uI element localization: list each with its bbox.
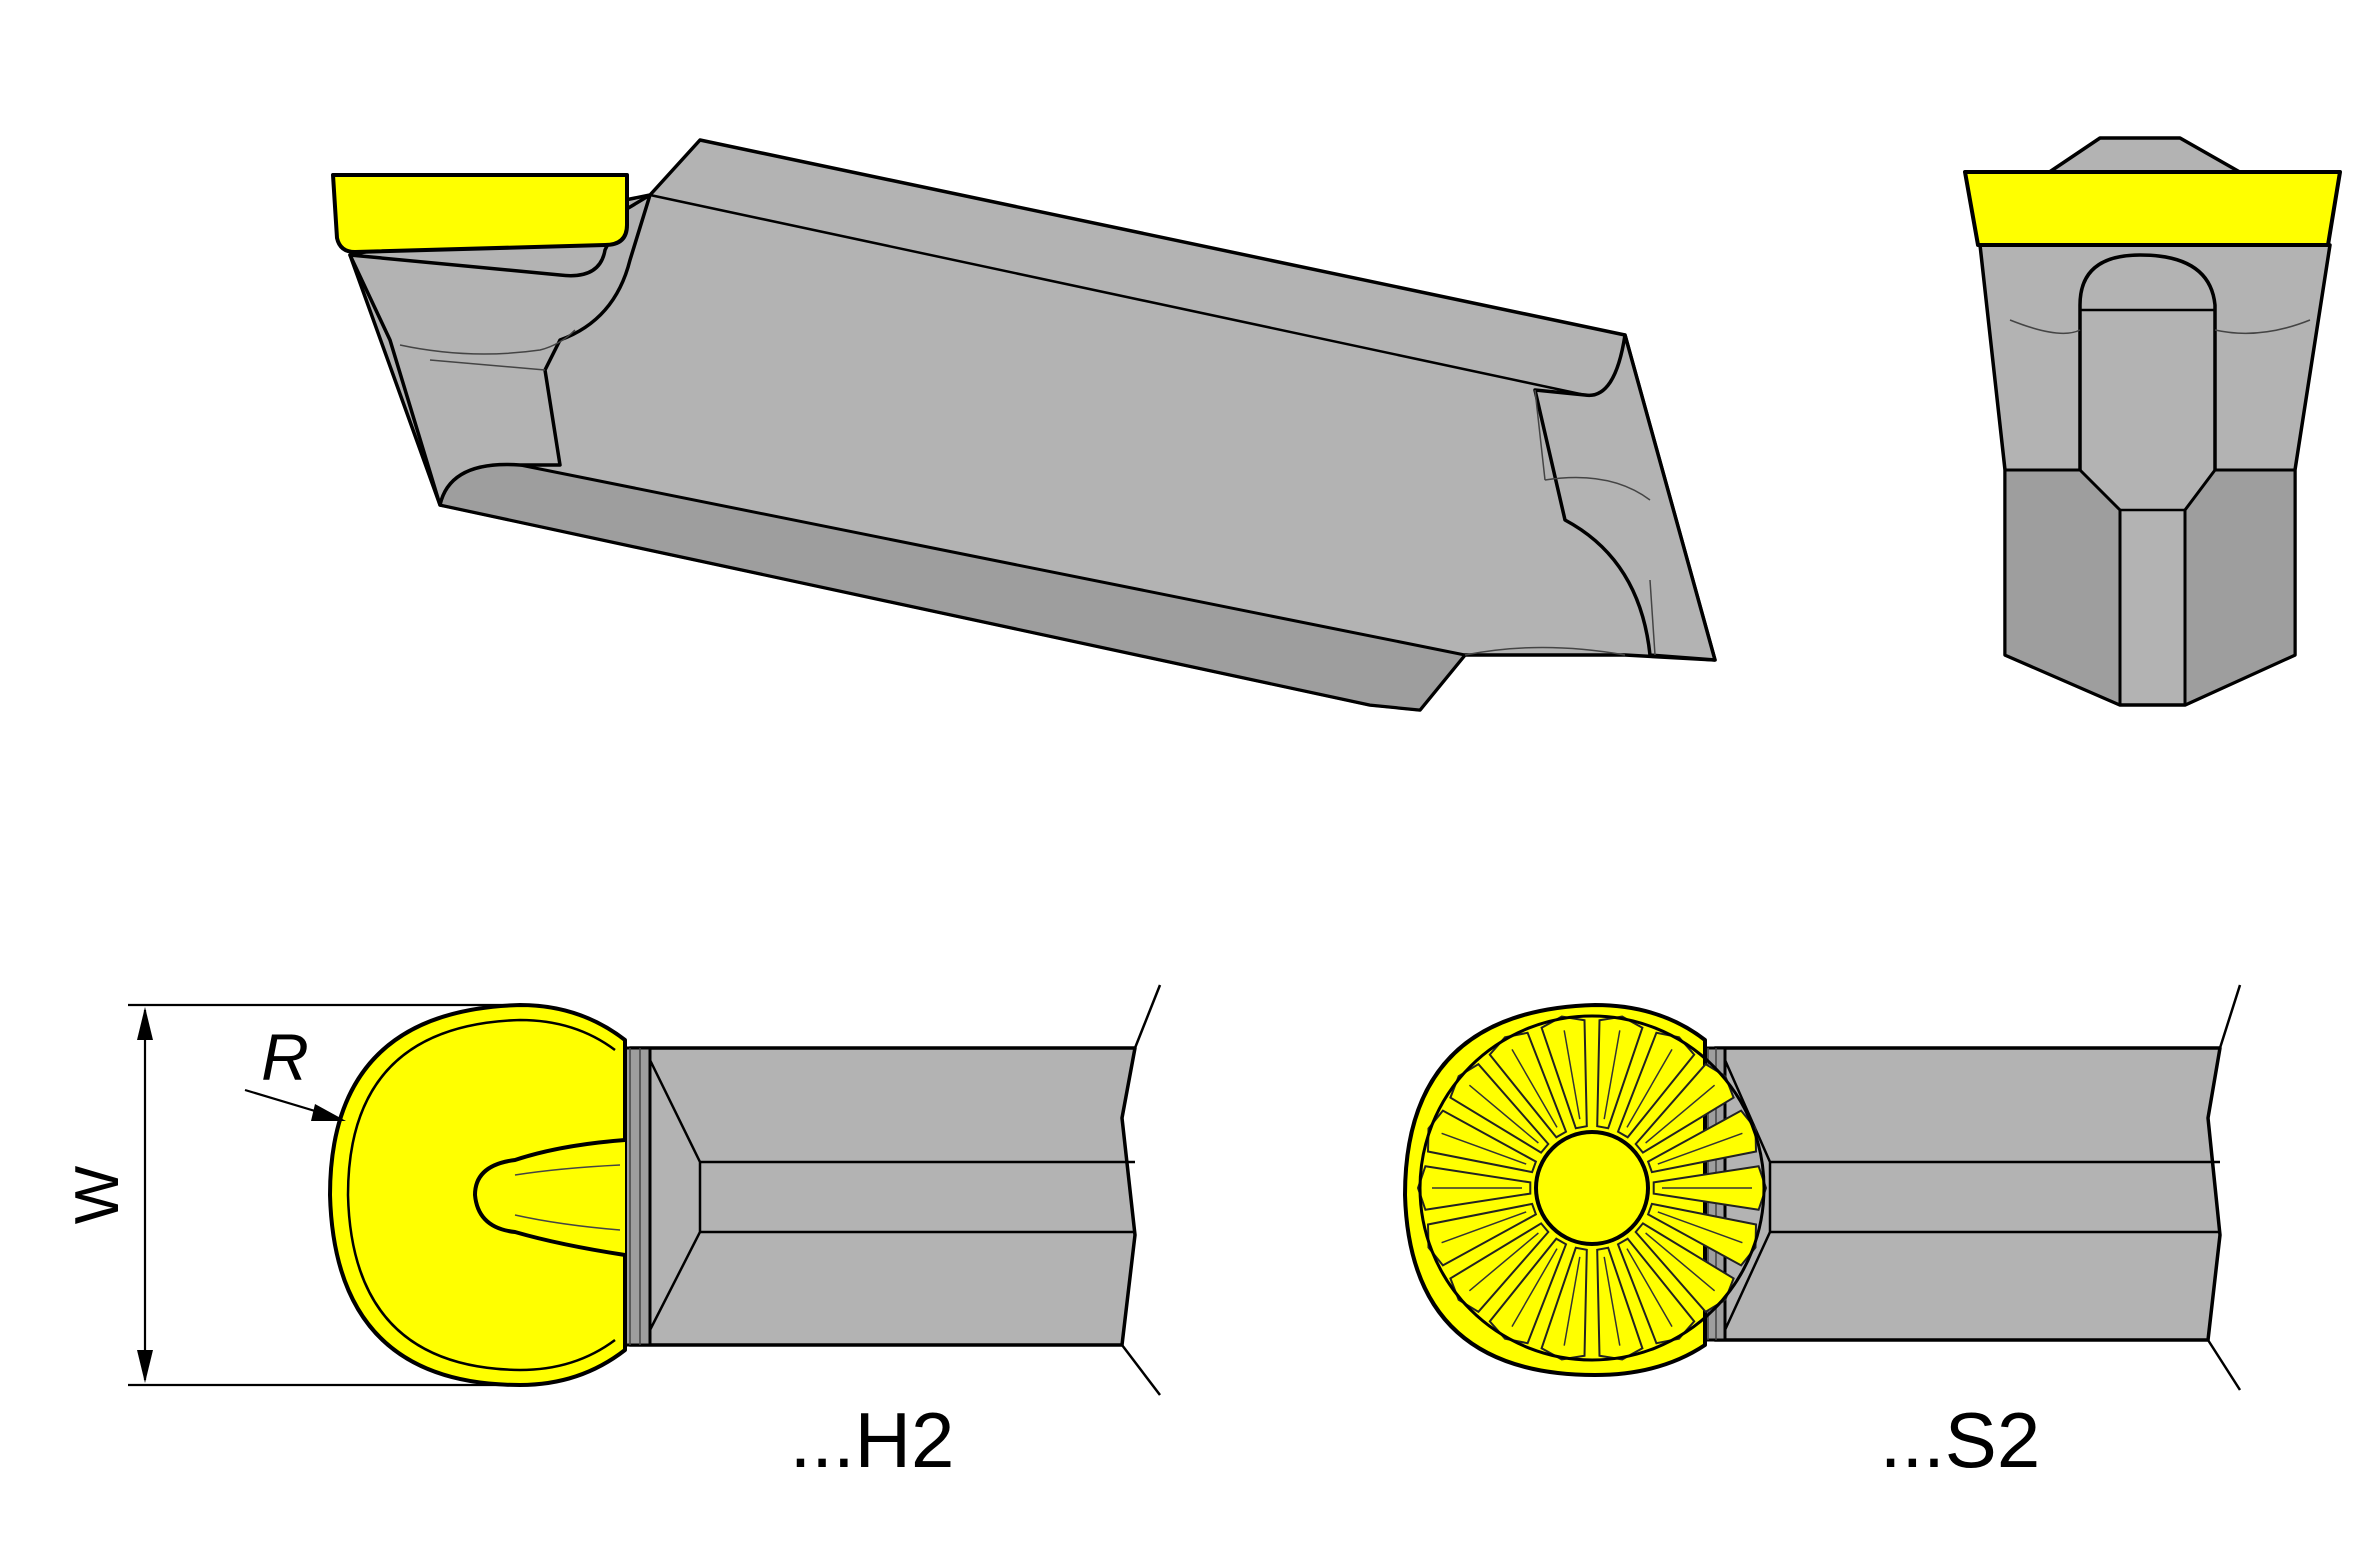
- star-ridge: [1468, 1084, 1539, 1144]
- end-left-facet: [2003, 468, 2122, 707]
- h2-shank: [628, 1046, 1137, 1347]
- star-ridge: [1563, 1030, 1581, 1120]
- end-detail: [1534, 389, 1656, 656]
- end-cap: [2043, 136, 2247, 177]
- h2-insert-inner: [346, 1018, 616, 1372]
- s2-label: ...S2: [1880, 1396, 2040, 1484]
- dimension-w: W: [63, 1003, 515, 1387]
- insert-end: [1963, 170, 2342, 247]
- end-center-lines: [2118, 508, 2187, 705]
- star-ridge: [1511, 1049, 1558, 1128]
- star-ridge: [1563, 1256, 1581, 1346]
- s2-chipbreaker-star: [1416, 1014, 1768, 1362]
- star-ridge: [1657, 1132, 1743, 1165]
- star-ridge: [1441, 1211, 1527, 1244]
- star-ridge: [1441, 1132, 1527, 1165]
- neck-detail: [399, 329, 576, 371]
- s2-shank: [1713, 1046, 2222, 1342]
- end-face-right: [1533, 333, 1717, 662]
- h2-break-line: [1121, 984, 1162, 1396]
- w-arrow-bottom: [137, 1350, 153, 1383]
- h2-neck-rings: [629, 1048, 641, 1345]
- s2-break-line: [2206, 984, 2242, 1391]
- star-ridge: [1626, 1049, 1673, 1128]
- neck-left: [348, 193, 652, 507]
- r-label: R: [261, 1020, 309, 1094]
- s2-view: [1403, 984, 2242, 1391]
- insert-iso: [331, 173, 629, 254]
- star-ridge: [1645, 1232, 1716, 1292]
- isometric-view: [331, 138, 1717, 712]
- star-ridge: [1468, 1232, 1539, 1292]
- r-arrow: [311, 1104, 346, 1121]
- star-ridge: [1657, 1211, 1743, 1244]
- w-label: W: [63, 1165, 132, 1224]
- h2-label: ...H2: [790, 1396, 955, 1484]
- end-right-facet: [2183, 468, 2297, 707]
- h2-shank-mid: [648, 1059, 1135, 1331]
- s2-shank-mid: [1723, 1059, 2220, 1331]
- end-boss: [2078, 253, 2217, 470]
- h2-chipbreaker-lines: [514, 1164, 621, 1231]
- star-ridge: [1603, 1030, 1621, 1120]
- chip-groove: [1464, 646, 1626, 656]
- dimension-r: R: [244, 1020, 346, 1121]
- w-arrow-top: [137, 1007, 153, 1040]
- star-ridge: [1511, 1248, 1558, 1327]
- star-ridge: [1603, 1256, 1621, 1346]
- end-view: [1963, 136, 2342, 707]
- end-blend-lines: [2009, 319, 2311, 335]
- star-ridge: [1626, 1248, 1673, 1327]
- star-ridge: [1645, 1084, 1716, 1144]
- s2-center-hole: [1534, 1130, 1650, 1246]
- h2-view: [328, 984, 1162, 1396]
- star-outer-ring: [1418, 1014, 1766, 1362]
